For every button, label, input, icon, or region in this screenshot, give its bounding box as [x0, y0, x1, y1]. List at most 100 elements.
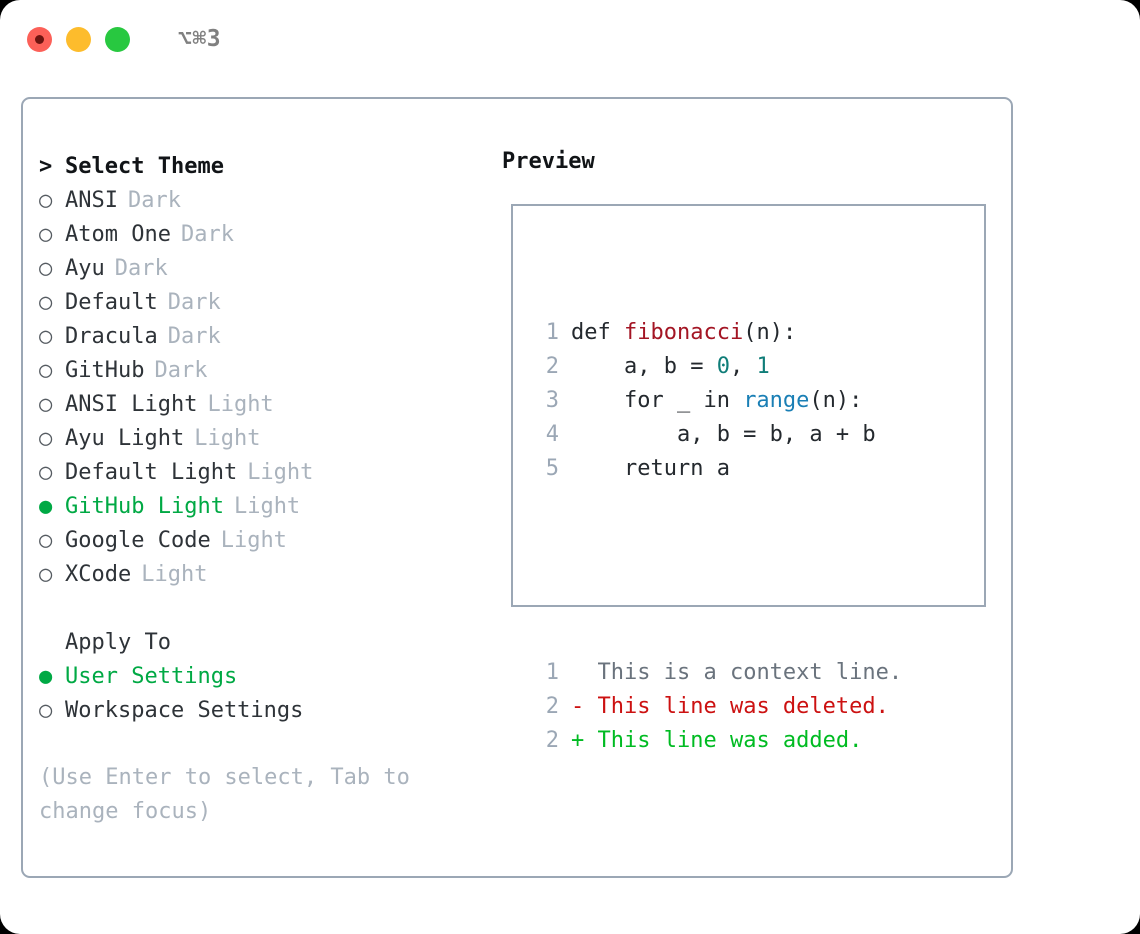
- keyboard-shortcut-label: ⌥⌘3: [178, 26, 222, 52]
- line-number: 2: [545, 694, 559, 719]
- theme-item-variant: Dark: [127, 187, 181, 213]
- theme-item-ayu-light[interactable]: ○ Ayu Light Light: [39, 421, 479, 455]
- theme-item-name: Dracula: [65, 323, 158, 349]
- diff-marker: [571, 656, 598, 690]
- theme-item-name: GitHub: [65, 357, 145, 383]
- theme-item-variant: Dark: [114, 255, 168, 281]
- minimize-window-button[interactable]: [66, 26, 91, 52]
- line-number: 1: [545, 320, 559, 345]
- apply-to-option-label: User Settings: [65, 663, 238, 689]
- code-token-plain: a, b =: [571, 354, 717, 379]
- theme-item-default-light[interactable]: ○ Default Light Light: [39, 455, 479, 489]
- code-token-plain: (n):: [809, 388, 863, 413]
- title-bar: ⌥⌘3: [0, 0, 1140, 78]
- line-number: 2: [545, 354, 559, 379]
- theme-item-name: Atom One: [65, 221, 171, 247]
- radio-unselected-icon: ○: [39, 391, 53, 417]
- radio-unselected-icon: ○: [39, 221, 53, 247]
- close-window-button[interactable]: [27, 26, 52, 52]
- theme-item-variant: Dark: [167, 289, 221, 315]
- line-number: 1: [545, 660, 559, 685]
- diff-line-context: 1 This is a context line.: [531, 656, 902, 690]
- theme-item-default[interactable]: ○ Default Dark: [39, 285, 479, 319]
- theme-item-github[interactable]: ○ GitHub Dark: [39, 353, 479, 387]
- apply-to-heading: Apply To: [39, 625, 479, 659]
- radio-unselected-icon: ○: [39, 357, 53, 383]
- diff-text: This line was added.: [597, 728, 863, 753]
- code-line: 1 def fibonacci(n):: [531, 316, 902, 350]
- diff-marker: -: [571, 694, 598, 719]
- diff-sample: 1 This is a context line.2- This line wa…: [531, 656, 902, 758]
- radio-unselected-icon: ○: [39, 187, 53, 213]
- theme-item-name: ANSI: [65, 187, 118, 213]
- theme-item-atom-one[interactable]: ○ Atom One Dark: [39, 217, 479, 251]
- theme-item-name: Default: [65, 289, 158, 315]
- radio-unselected-icon: ○: [39, 289, 53, 315]
- diff-line-deleted: 2- This line was deleted.: [531, 690, 902, 724]
- code-line: 2 a, b = 0, 1: [531, 350, 902, 384]
- radio-unselected-icon: ○: [39, 323, 53, 349]
- theme-item-name: GitHub Light: [65, 493, 224, 519]
- line-number: 5: [545, 456, 559, 481]
- apply-to-option-label: Workspace Settings: [65, 697, 304, 723]
- theme-item-ansi[interactable]: ○ ANSI Dark: [39, 183, 479, 217]
- theme-item-dracula[interactable]: ○ Dracula Dark: [39, 319, 479, 353]
- theme-item-name: Default Light: [65, 459, 238, 485]
- apply-to-title: Apply To: [65, 629, 171, 655]
- line-number: 3: [545, 388, 559, 413]
- preview-heading: Preview: [502, 149, 595, 174]
- theme-item-variant: Dark: [180, 221, 234, 247]
- code-token-num: 0: [716, 354, 730, 379]
- radio-selected-icon: ●: [39, 493, 53, 519]
- line-number: 4: [545, 422, 559, 447]
- theme-item-variant: Light: [141, 561, 208, 587]
- select-theme-title: Select Theme: [65, 153, 224, 179]
- apply-to-options: ● User Settings ○ Workspace Settings: [39, 659, 479, 727]
- theme-item-variant: Light: [207, 391, 274, 417]
- code-line: 3 for _ in range(n):: [531, 384, 902, 418]
- theme-item-name: Ayu: [65, 255, 105, 281]
- theme-item-google-code[interactable]: ○ Google Code Light: [39, 523, 479, 557]
- apply-to-option-user-settings[interactable]: ● User Settings: [39, 659, 479, 693]
- theme-item-name: Ayu Light: [65, 425, 185, 451]
- radio-unselected-icon: ○: [39, 697, 53, 723]
- code-token-plain: def: [571, 320, 624, 345]
- diff-text: This is a context line.: [597, 660, 903, 685]
- apply-to-option-workspace-settings[interactable]: ○ Workspace Settings: [39, 693, 479, 727]
- code-token-plain: (n):: [743, 320, 797, 345]
- radio-unselected-icon: ○: [39, 527, 53, 553]
- code-token-plain: for _ in: [571, 388, 744, 413]
- theme-item-variant: Light: [220, 527, 287, 553]
- radio-unselected-icon: ○: [39, 255, 53, 281]
- theme-item-variant: Dark: [154, 357, 208, 383]
- code-token-num: 1: [756, 354, 770, 379]
- line-number: 2: [545, 728, 559, 753]
- theme-item-variant: Light: [247, 459, 314, 485]
- radio-unselected-icon: ○: [39, 425, 53, 451]
- code-token-call: range: [743, 388, 810, 413]
- code-token-plain: a, b = b, a + b: [571, 422, 876, 447]
- code-token-plain: return a: [571, 456, 730, 481]
- theme-item-name: XCode: [65, 561, 132, 587]
- theme-item-variant: Light: [194, 425, 261, 451]
- theme-item-variant: Dark: [167, 323, 221, 349]
- prompt-icon: >: [39, 153, 53, 179]
- maximize-window-button[interactable]: [105, 26, 130, 52]
- diff-text: This line was deleted.: [597, 694, 889, 719]
- code-token-fn: fibonacci: [623, 320, 744, 345]
- diff-marker: +: [571, 728, 598, 753]
- theme-item-name: Google Code: [65, 527, 211, 553]
- radio-unselected-icon: ○: [39, 459, 53, 485]
- radio-selected-icon: ●: [39, 663, 53, 689]
- theme-item-ayu[interactable]: ○ Ayu Dark: [39, 251, 479, 285]
- list-spacer: [39, 591, 479, 625]
- close-icon: [35, 34, 44, 44]
